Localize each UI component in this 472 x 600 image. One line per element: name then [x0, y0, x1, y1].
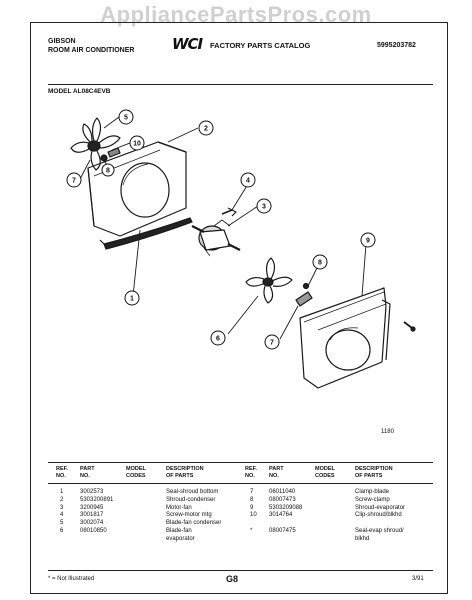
shroud-bottom-seal — [99, 217, 193, 250]
header-rule — [48, 84, 433, 85]
leader-lines — [79, 116, 367, 340]
svg-text:2: 2 — [204, 126, 208, 133]
callout-2: 2 — [198, 120, 214, 136]
catalog-page-frame — [30, 22, 448, 594]
product-name: ROOM AIR CONDITIONER — [48, 47, 135, 54]
footnote: * = Not Illustrated — [48, 576, 95, 582]
evaporator-shroud — [299, 287, 391, 389]
svg-text:3: 3 — [262, 204, 266, 211]
catalog-title: FACTORY PARTS CATALOG — [210, 41, 311, 50]
table-top-rule — [48, 462, 433, 463]
shroud-clip — [403, 321, 416, 332]
condenser-fan-blade — [70, 117, 121, 171]
callout-5: 5 — [118, 109, 134, 125]
svg-text:8: 8 — [318, 260, 322, 267]
table-header-rule — [48, 483, 433, 484]
callout-10-upper: 10 — [129, 135, 145, 151]
callout-8-lower: 8 — [312, 254, 328, 270]
motor-mounting-screw — [221, 207, 237, 217]
svg-text:7: 7 — [270, 340, 274, 347]
callout-7-lower: 7 — [264, 334, 280, 350]
svg-text:1: 1 — [130, 296, 134, 303]
svg-text:6: 6 — [216, 336, 220, 343]
lower-clamp-and-screw — [295, 282, 313, 307]
svg-text:10: 10 — [133, 141, 141, 148]
callout-6: 6 — [210, 330, 226, 346]
fan-motor — [191, 219, 241, 257]
part-callouts: 5 2 10 7 8 4 3 1 9 8 6 7 — [66, 109, 376, 350]
svg-text:9: 9 — [366, 238, 370, 245]
callout-4: 4 — [240, 172, 256, 188]
revision-date: 3/91 — [412, 576, 424, 582]
th-ref-right: REF.NO. — [245, 466, 257, 479]
catalog-number: 5995203782 — [377, 42, 416, 49]
model-label: MODEL AL08C4EVB — [48, 88, 111, 95]
wci-logo: WCI — [172, 35, 203, 53]
callout-9: 9 — [360, 232, 376, 248]
figure-number: 1180 — [381, 429, 394, 435]
brand-name: GIBSON — [48, 38, 76, 45]
callout-8-upper: 8 — [101, 163, 115, 177]
svg-text:4: 4 — [246, 178, 250, 185]
svg-text:7: 7 — [72, 178, 76, 185]
callout-1: 1 — [124, 290, 140, 306]
callout-7-upper: 7 — [66, 172, 82, 188]
svg-text:5: 5 — [124, 115, 128, 122]
callout-3: 3 — [256, 198, 272, 214]
footer-rule — [48, 570, 433, 571]
evaporator-fan-blade — [245, 257, 293, 304]
th-ref-left: REF.NO. — [56, 466, 68, 479]
page-number: G8 — [226, 574, 239, 584]
svg-text:8: 8 — [106, 168, 110, 175]
